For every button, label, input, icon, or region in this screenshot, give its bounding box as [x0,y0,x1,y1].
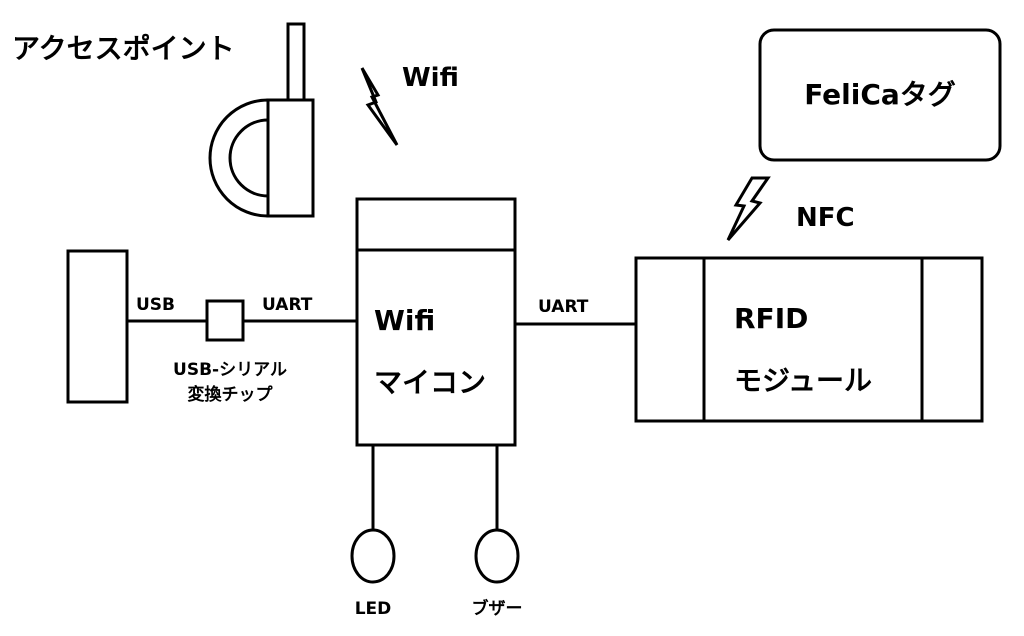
uart-right-label: UART [538,297,589,317]
wifi-link-label: Wifi [402,63,459,93]
wifi-mcu-label-line2: マイコン [374,366,486,399]
wifi-mcu-box [355,197,517,447]
pc-device-box [66,249,129,404]
felica-tag-label: FeliCaタグ [804,78,956,111]
led-component [350,528,396,584]
nfc-link-label: NFC [796,203,855,233]
usb-serial-chip-label-line1: USB-シリアル [173,360,287,380]
wifi-lightning-icon [360,67,399,146]
rfid-module-label-line2: モジュール [734,364,872,397]
rfid-module-box [634,256,984,423]
access-point-label: アクセスポイント [12,32,235,65]
buzzer-component [474,528,520,584]
nfc-lightning-icon [726,176,771,241]
access-point-dome-inner [228,118,269,198]
uart-left-label: UART [262,295,313,315]
access-point-body [266,98,315,218]
access-point-dome [208,98,270,218]
led-label: LED [355,599,392,619]
usb-label: USB [136,295,175,315]
access-point-antenna [286,22,306,102]
buzzer-label: ブザー [472,598,523,619]
usb-serial-chip [205,299,245,342]
wifi-mcu-label-line1: Wifi [374,304,435,337]
rfid-module-label-line1: RFID [734,302,808,335]
felica-tag-card [758,28,1002,162]
usb-serial-chip-label-line2: 変換チップ [188,384,274,405]
access-point [208,22,315,218]
